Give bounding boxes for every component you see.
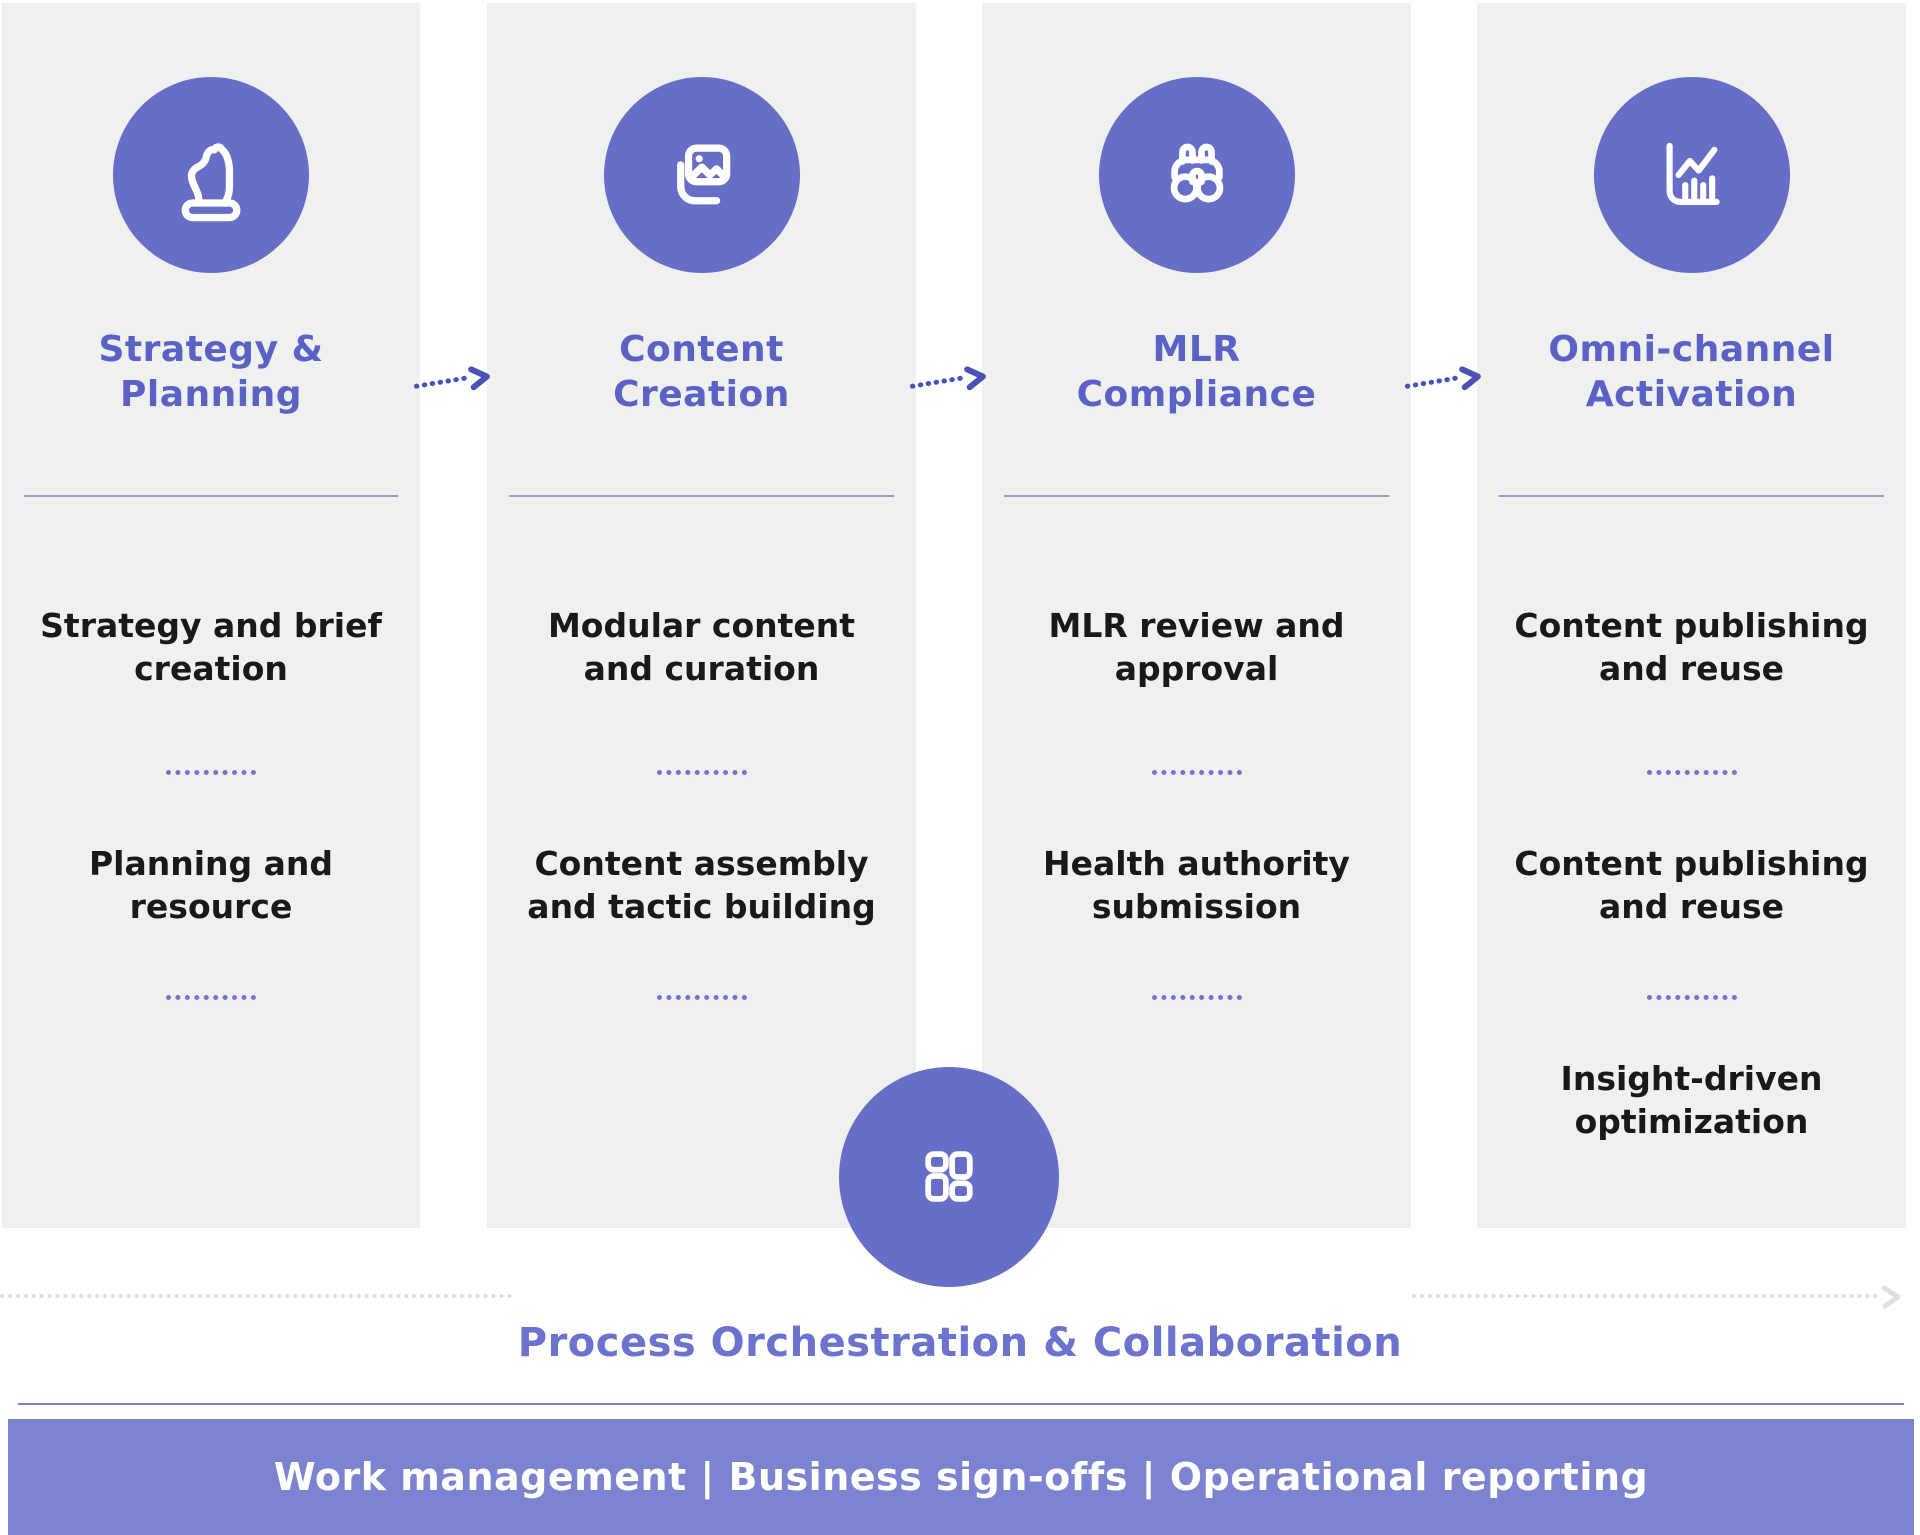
column-item: Health authority submission (1043, 844, 1350, 926)
column-title: Omni-channel Activation (1548, 329, 1835, 415)
layout-grid-icon (925, 1151, 973, 1202)
banner-divider-line (18, 1403, 1904, 1405)
orchestration-icon-circle (839, 1067, 1059, 1287)
column-item: Insight-driven optimization (1560, 1059, 1823, 1141)
orchestration-label: Process Orchestration & Collaboration (517, 1320, 1403, 1366)
column-content-creation: Content Creation Modular content and cur… (487, 3, 916, 1228)
faint-dotted-line (0, 1294, 512, 1298)
column-title: Content Creation (613, 329, 790, 415)
mlr-icon-circle (1098, 77, 1295, 273)
faint-dotted-line (1412, 1294, 1878, 1298)
activation-icon-circle (1593, 77, 1790, 273)
column-item: Modular content and curation (547, 606, 856, 688)
flow-arrow-icon (1404, 366, 1481, 391)
dotted-separator (1646, 770, 1737, 775)
column-item: Content publishing and reuse (1514, 844, 1869, 926)
column-strategy-planning: Strategy & Planning Strategy and brief c… (2, 3, 420, 1228)
column-mlr-compliance: MLR Compliance MLR review and approval H… (982, 3, 1411, 1228)
flow-arrow-icon (909, 366, 986, 391)
flow-arrow-icon (413, 366, 490, 391)
column-item: Content publishing and reuse (1514, 606, 1869, 688)
analytics-chart-icon (1666, 142, 1720, 205)
title-divider (24, 495, 398, 497)
dotted-separator (656, 995, 747, 1000)
banner-text: Work management | Business sign-offs | O… (273, 1455, 1649, 1499)
dotted-separator (1151, 995, 1242, 1000)
title-divider (1499, 495, 1884, 497)
binoculars-icon (1170, 143, 1223, 203)
column-item: Planning and resource (88, 844, 334, 926)
chess-knight-icon (181, 143, 241, 222)
column-item: MLR review and approval (1048, 606, 1345, 688)
dotted-separator (656, 770, 747, 775)
dotted-separator (1646, 995, 1737, 1000)
column-omnichannel-activation: Omni-channel Activation Content publishi… (1477, 3, 1906, 1228)
photos-icon (676, 144, 730, 205)
column-title: Strategy & Planning (98, 329, 324, 415)
column-title: MLR Compliance (1076, 329, 1317, 415)
faint-arrowhead-icon (1881, 1285, 1901, 1309)
dotted-separator (1151, 770, 1242, 775)
column-item: Content assembly and tactic building (527, 844, 876, 926)
dotted-separator (166, 770, 256, 775)
bottom-banner: Work management | Business sign-offs | O… (8, 1419, 1914, 1535)
title-divider (509, 495, 894, 497)
content-icon-circle (603, 77, 800, 273)
title-divider (1004, 495, 1389, 497)
column-item: Strategy and brief creation (40, 606, 382, 688)
strategy-icon-circle (113, 77, 309, 273)
dotted-separator (166, 995, 256, 1000)
